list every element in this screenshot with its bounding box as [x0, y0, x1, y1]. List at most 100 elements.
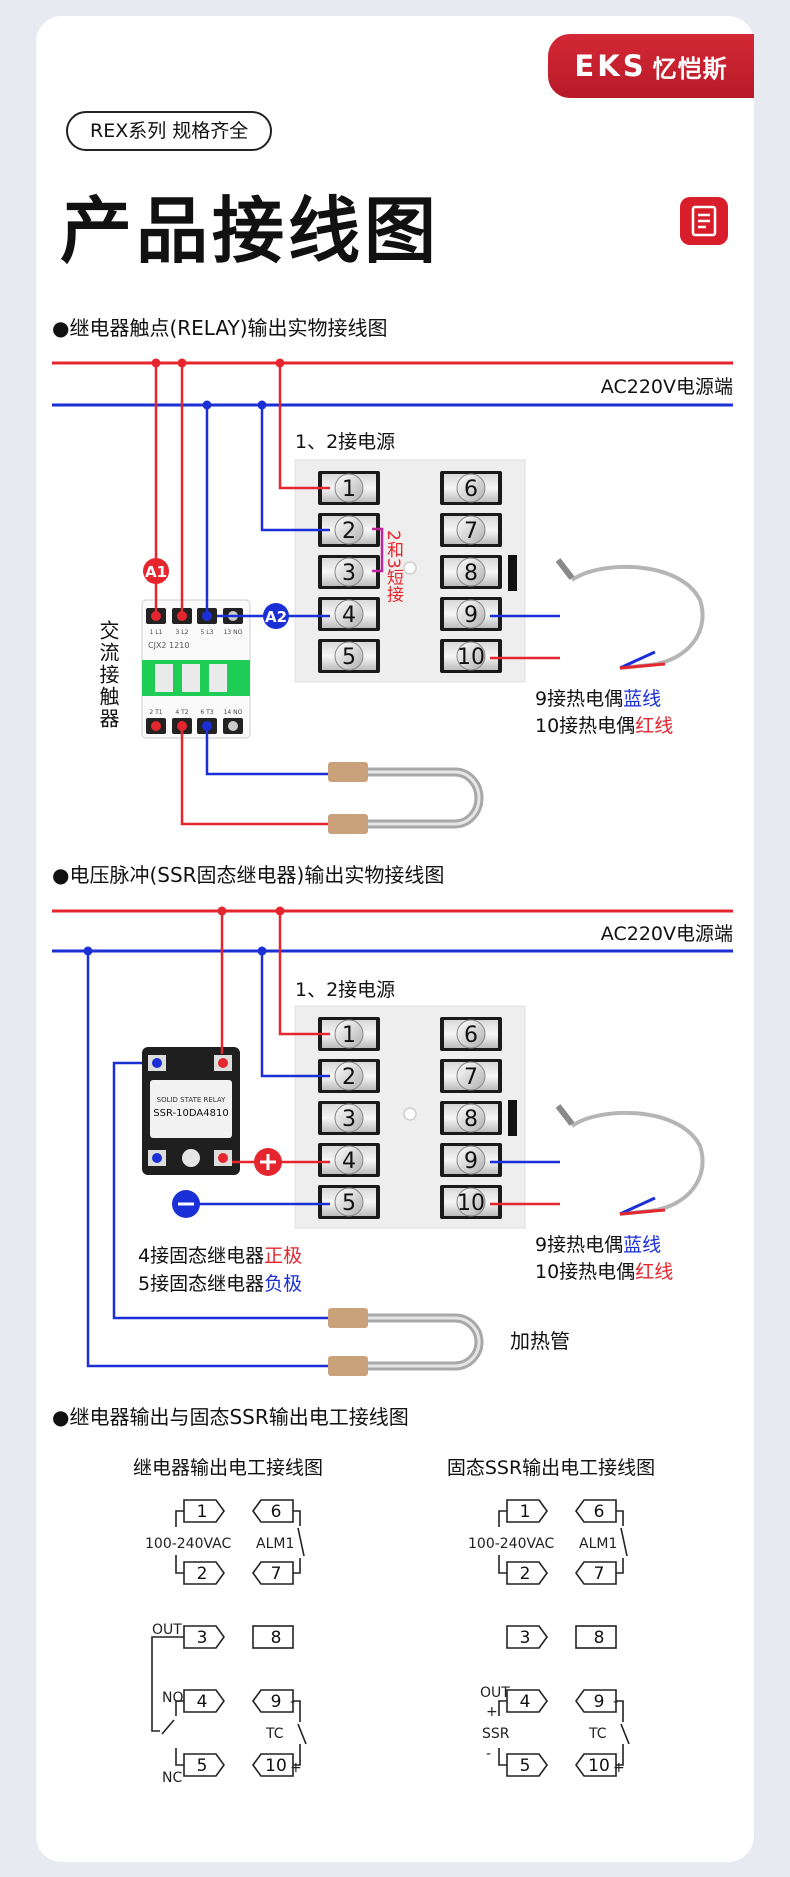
contactor-terminal: 14 NO — [223, 709, 243, 734]
brand-logo: EKS 忆恺斯 — [548, 34, 754, 98]
ssr-sch-terminal-4: 4 — [506, 1689, 548, 1713]
sec2-heater — [328, 1308, 484, 1376]
ssr-minus-marker — [172, 1190, 200, 1218]
sec1-left-terminal-4: 4 — [318, 597, 380, 631]
relay-sch-label: 10 — [265, 1756, 287, 1776]
relay-sch-terminal-6: 6 — [252, 1499, 294, 1523]
contactor-terminal-label: 2 T1 — [149, 709, 162, 716]
contactor-terminal: 3 L2 — [172, 608, 192, 636]
ssr-schematic-wires — [498, 1510, 630, 1766]
contactor-terminal: 2 T1 — [146, 709, 166, 734]
relay-schematic-wires — [151, 1510, 307, 1766]
ssr-sch-label: 3 — [520, 1628, 531, 1648]
contactor-terminal-label: 3 L2 — [176, 629, 189, 636]
sec1-heading: ●继电器触点(RELAY)输出实物接线图 — [52, 316, 388, 340]
sec1-left-terminal-label: 4 — [342, 603, 356, 628]
sec1-right-terminal-8: 8 — [440, 555, 502, 589]
svg-text:9接热电偶蓝线: 9接热电偶蓝线 — [535, 688, 661, 710]
relay-sch-label: 7 — [271, 1564, 282, 1584]
sec1-right-terminal-label: 7 — [464, 519, 478, 544]
content-card — [36, 16, 754, 1862]
sec1-thermocouple — [555, 558, 705, 670]
ssr-plus-marker — [254, 1148, 282, 1176]
sec1-left-terminal-label: 3 — [342, 561, 356, 586]
sec2-left-terminal-4: 4 — [318, 1143, 380, 1177]
ssr-out-label: OUT — [480, 1685, 510, 1701]
sec3-heading: ●继电器输出与固态SSR输出电工接线图 — [52, 1405, 409, 1429]
sec2-right-terminal-6: 6 — [440, 1017, 502, 1051]
ssr-tc-minus: - — [613, 1694, 618, 1710]
series-tag: REX系列 规格齐全 — [66, 111, 273, 151]
sec2-left-terminal-label: 5 — [342, 1191, 356, 1216]
contactor-terminal: 13 NO — [223, 608, 243, 636]
contactor-label: 交流接触器 — [96, 620, 120, 730]
sec2-right-terminal-label: 10 — [457, 1191, 485, 1216]
sec1-right-terminal-label: 8 — [464, 561, 478, 586]
ssr-sch-terminal-3: 3 — [506, 1625, 548, 1649]
relay-sch-label: 2 — [197, 1564, 208, 1584]
ssr-line1-word: 正极 — [264, 1245, 302, 1267]
sec2-left-terminal-label: 3 — [342, 1107, 356, 1132]
sec1-left-terminal-2: 2 — [318, 513, 380, 547]
sec2-tc-red-word: 红线 — [635, 1261, 673, 1283]
ssr-model: SSR-10DA4810 — [153, 1108, 228, 1119]
sec2-right-terminal-label: 6 — [464, 1023, 478, 1048]
sec2-nodes — [83, 906, 285, 956]
sec1-heater — [328, 762, 484, 834]
relay-sch-terminal-2: 2 — [183, 1561, 225, 1585]
relay-sch-terminal-7: 7 — [252, 1561, 294, 1585]
sec1-power-label: 1、2接电源 — [295, 431, 395, 453]
ssr-sch-label: 6 — [594, 1502, 605, 1522]
short-label: 2和3短接 — [383, 530, 404, 604]
ssr-sch-label: 10 — [588, 1756, 610, 1776]
ssr-tc-label: TC — [588, 1726, 607, 1742]
sec2-power-label: 1、2接电源 — [295, 979, 395, 1001]
ssr-sch-label: 8 — [594, 1628, 605, 1648]
ssr-sch-terminal-10: 10 — [575, 1753, 617, 1777]
ssr-line2-prefix: 5接固态继电器 — [138, 1273, 264, 1295]
ssr-supply-label: 100-240VAC — [468, 1536, 555, 1552]
sec1-right-terminal-10: 10 — [440, 639, 502, 673]
relay-sch-terminal-4: 4 — [183, 1689, 225, 1713]
relay-sch-label: 3 — [197, 1628, 208, 1648]
relay-tc-plus: + — [290, 1760, 302, 1776]
relay-alm-label: ALM1 — [256, 1536, 294, 1552]
ssr-sch-terminal-1: 1 — [506, 1499, 548, 1523]
sec1-right-terminal-label: 9 — [464, 603, 478, 628]
sec2-ac-label: AC220V电源端 — [601, 923, 733, 945]
sec2-tc-blue-prefix: 9接热电偶 — [535, 1234, 623, 1256]
sec1-left-terminal-label: 2 — [342, 519, 356, 544]
sec1-right-terminal-label: 6 — [464, 477, 478, 502]
relay-tc-minus: - — [290, 1694, 295, 1710]
ssr-line2-word: 负极 — [264, 1273, 302, 1295]
relay-sch-terminal-3: 3 — [183, 1625, 225, 1649]
sec2-left-terminal-1: 1 — [318, 1017, 380, 1051]
sec1-wires — [154, 363, 560, 826]
contactor-model: CJX2 1210 — [148, 641, 189, 650]
sec2-left-terminal-label: 4 — [342, 1149, 356, 1174]
contactor-terminal-label: 13 NO — [224, 629, 243, 636]
document-icon — [680, 197, 728, 245]
sec2-tc-red-prefix: 10接热电偶 — [535, 1261, 635, 1283]
relay-sch-label: 8 — [271, 1628, 282, 1648]
sec2-right-terminal-9: 9 — [440, 1143, 502, 1177]
ssr-minus-label: - — [486, 1746, 491, 1762]
sec2-right-terminal-8: 8 — [440, 1101, 502, 1135]
contactor-terminal-label: 1 L1 — [150, 629, 163, 636]
sec1-tc-blue-prefix: 9接热电偶 — [535, 688, 623, 710]
sec2-tc-blue-word: 蓝线 — [623, 1234, 661, 1256]
sec2-wires — [86, 911, 560, 1368]
sec2-right-terminal-label: 7 — [464, 1065, 478, 1090]
relay-sch-label: 5 — [197, 1756, 208, 1776]
contactor-terminal: 5 L3 — [197, 608, 217, 636]
sec3-left-title: 继电器输出电工接线图 — [133, 1457, 323, 1479]
ssr-sch-terminal-5: 5 — [506, 1753, 548, 1777]
sec1-right-terminal-7: 7 — [440, 513, 502, 547]
sec2-right-terminal-label: 9 — [464, 1149, 478, 1174]
sec2-left-terminal-label: 1 — [342, 1023, 356, 1048]
ssr-sch-terminal-6: 6 — [575, 1499, 617, 1523]
relay-supply-label: 100-240VAC — [145, 1536, 232, 1552]
contactor: CJX2 1210 — [141, 599, 251, 739]
sec2-heading: ●电压脉冲(SSR固态继电器)输出实物接线图 — [52, 863, 444, 887]
ssr-sch-label: 1 — [520, 1502, 531, 1522]
